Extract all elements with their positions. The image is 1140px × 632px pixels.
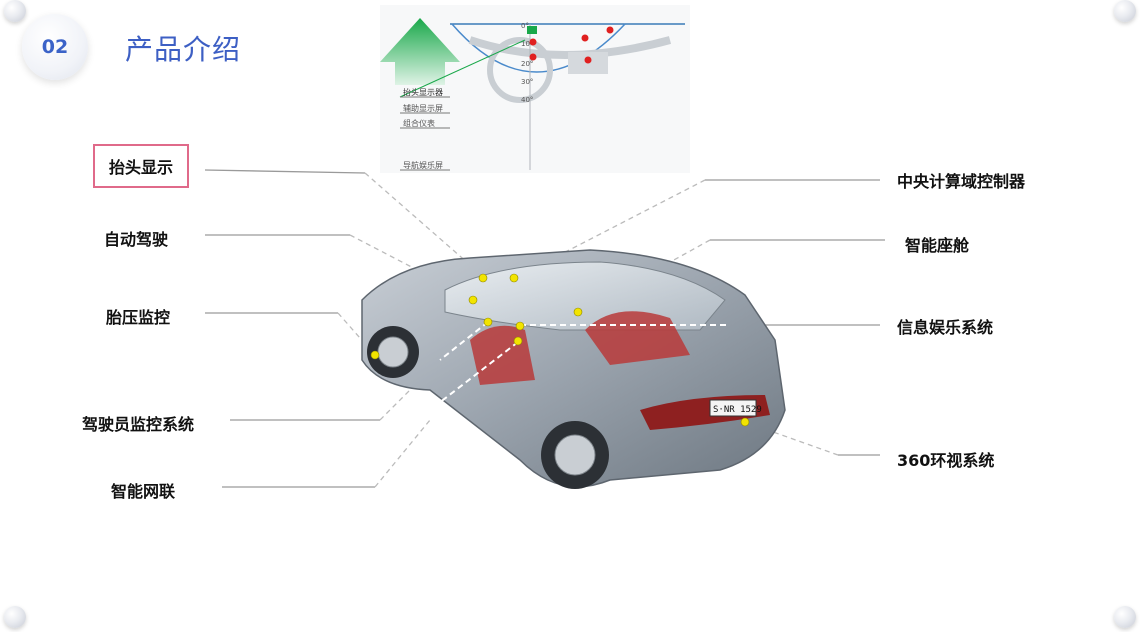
hud-projection-marker [527,26,537,34]
front-wheel-rim [377,336,409,368]
marker-surround-view [740,417,750,427]
marker-connected-car [513,336,523,346]
hud-diagram: 0° 10° 20° 30° 40° 抬头显示器 辅助显示屏 组合仪表 导航娱乐… [380,5,690,173]
dashboard-outline [468,36,672,59]
label-connected-car[interactable]: 智能网联 [111,482,176,501]
marker-smart-cockpit [573,307,583,317]
car-cutaway-illustration: S·NR 1529 [361,249,786,489]
label-infotainment[interactable]: 信息娱乐系统 [897,318,994,337]
corner-ornament-top-left [4,0,26,22]
hud-angle-label: 10° [521,40,533,48]
hud-red-point [606,26,614,34]
corner-ornament-top-right [1114,0,1136,22]
label-surround-view[interactable]: 360环视系统 [897,451,995,470]
hud-red-point [529,38,537,46]
car-front-seat [470,325,535,385]
hud-layer-label: 抬头显示器 [403,87,443,97]
hud-red-point [581,34,589,42]
left-leader-lines [204,169,486,488]
marker-infotainment [515,321,525,331]
hud-layer-label: 辅助显示屏 [403,103,443,113]
label-central-compute[interactable]: 中央计算域控制器 [897,172,1026,191]
label-tire-pressure[interactable]: 胎压监控 [106,308,171,327]
marker-central-compute [509,273,519,283]
hud-up-arrow-icon [380,18,460,85]
hud-layer-label: 导航娱乐屏 [403,160,443,170]
hud-red-point [584,56,592,64]
label-hud-text: 抬头显示 [109,158,174,177]
marker-tire-pressure [370,350,380,360]
label-hud[interactable]: 抬头显示 [93,144,190,188]
corner-ornament-bottom-right [1114,606,1136,628]
white-guide-lines [429,321,730,411]
label-driver-monitoring[interactable]: 驾驶员监控系统 [82,415,195,434]
hud-red-point [529,53,537,61]
license-plate-text: S·NR 1529 [713,405,762,415]
feature-markers [370,273,750,427]
license-plate [709,399,757,417]
label-autonomous-driving[interactable]: 自动驾驶 [104,230,169,249]
page-title: 产品介绍 [125,33,242,66]
steering-wheel-icon [487,37,553,103]
rear-wheel-rim [554,434,596,476]
corner-ornament-bottom-left [4,606,26,628]
hud-angle-label: 20° [521,60,533,68]
hud-angle-label: 30° [521,78,533,86]
hud-layer-label: 组合仪表 [403,118,435,128]
label-smart-cockpit[interactable]: 智能座舱 [905,236,970,255]
hud-angle-label: 0° [521,22,529,30]
section-number-badge: 02 [22,14,88,80]
hud-leader-line [399,39,526,98]
section-number: 02 [41,36,69,58]
marker-hud [478,273,488,283]
marker-autonomous-driving [468,295,478,305]
marker-driver-monitoring [483,317,493,327]
hud-angle-label: 40° [521,96,533,104]
